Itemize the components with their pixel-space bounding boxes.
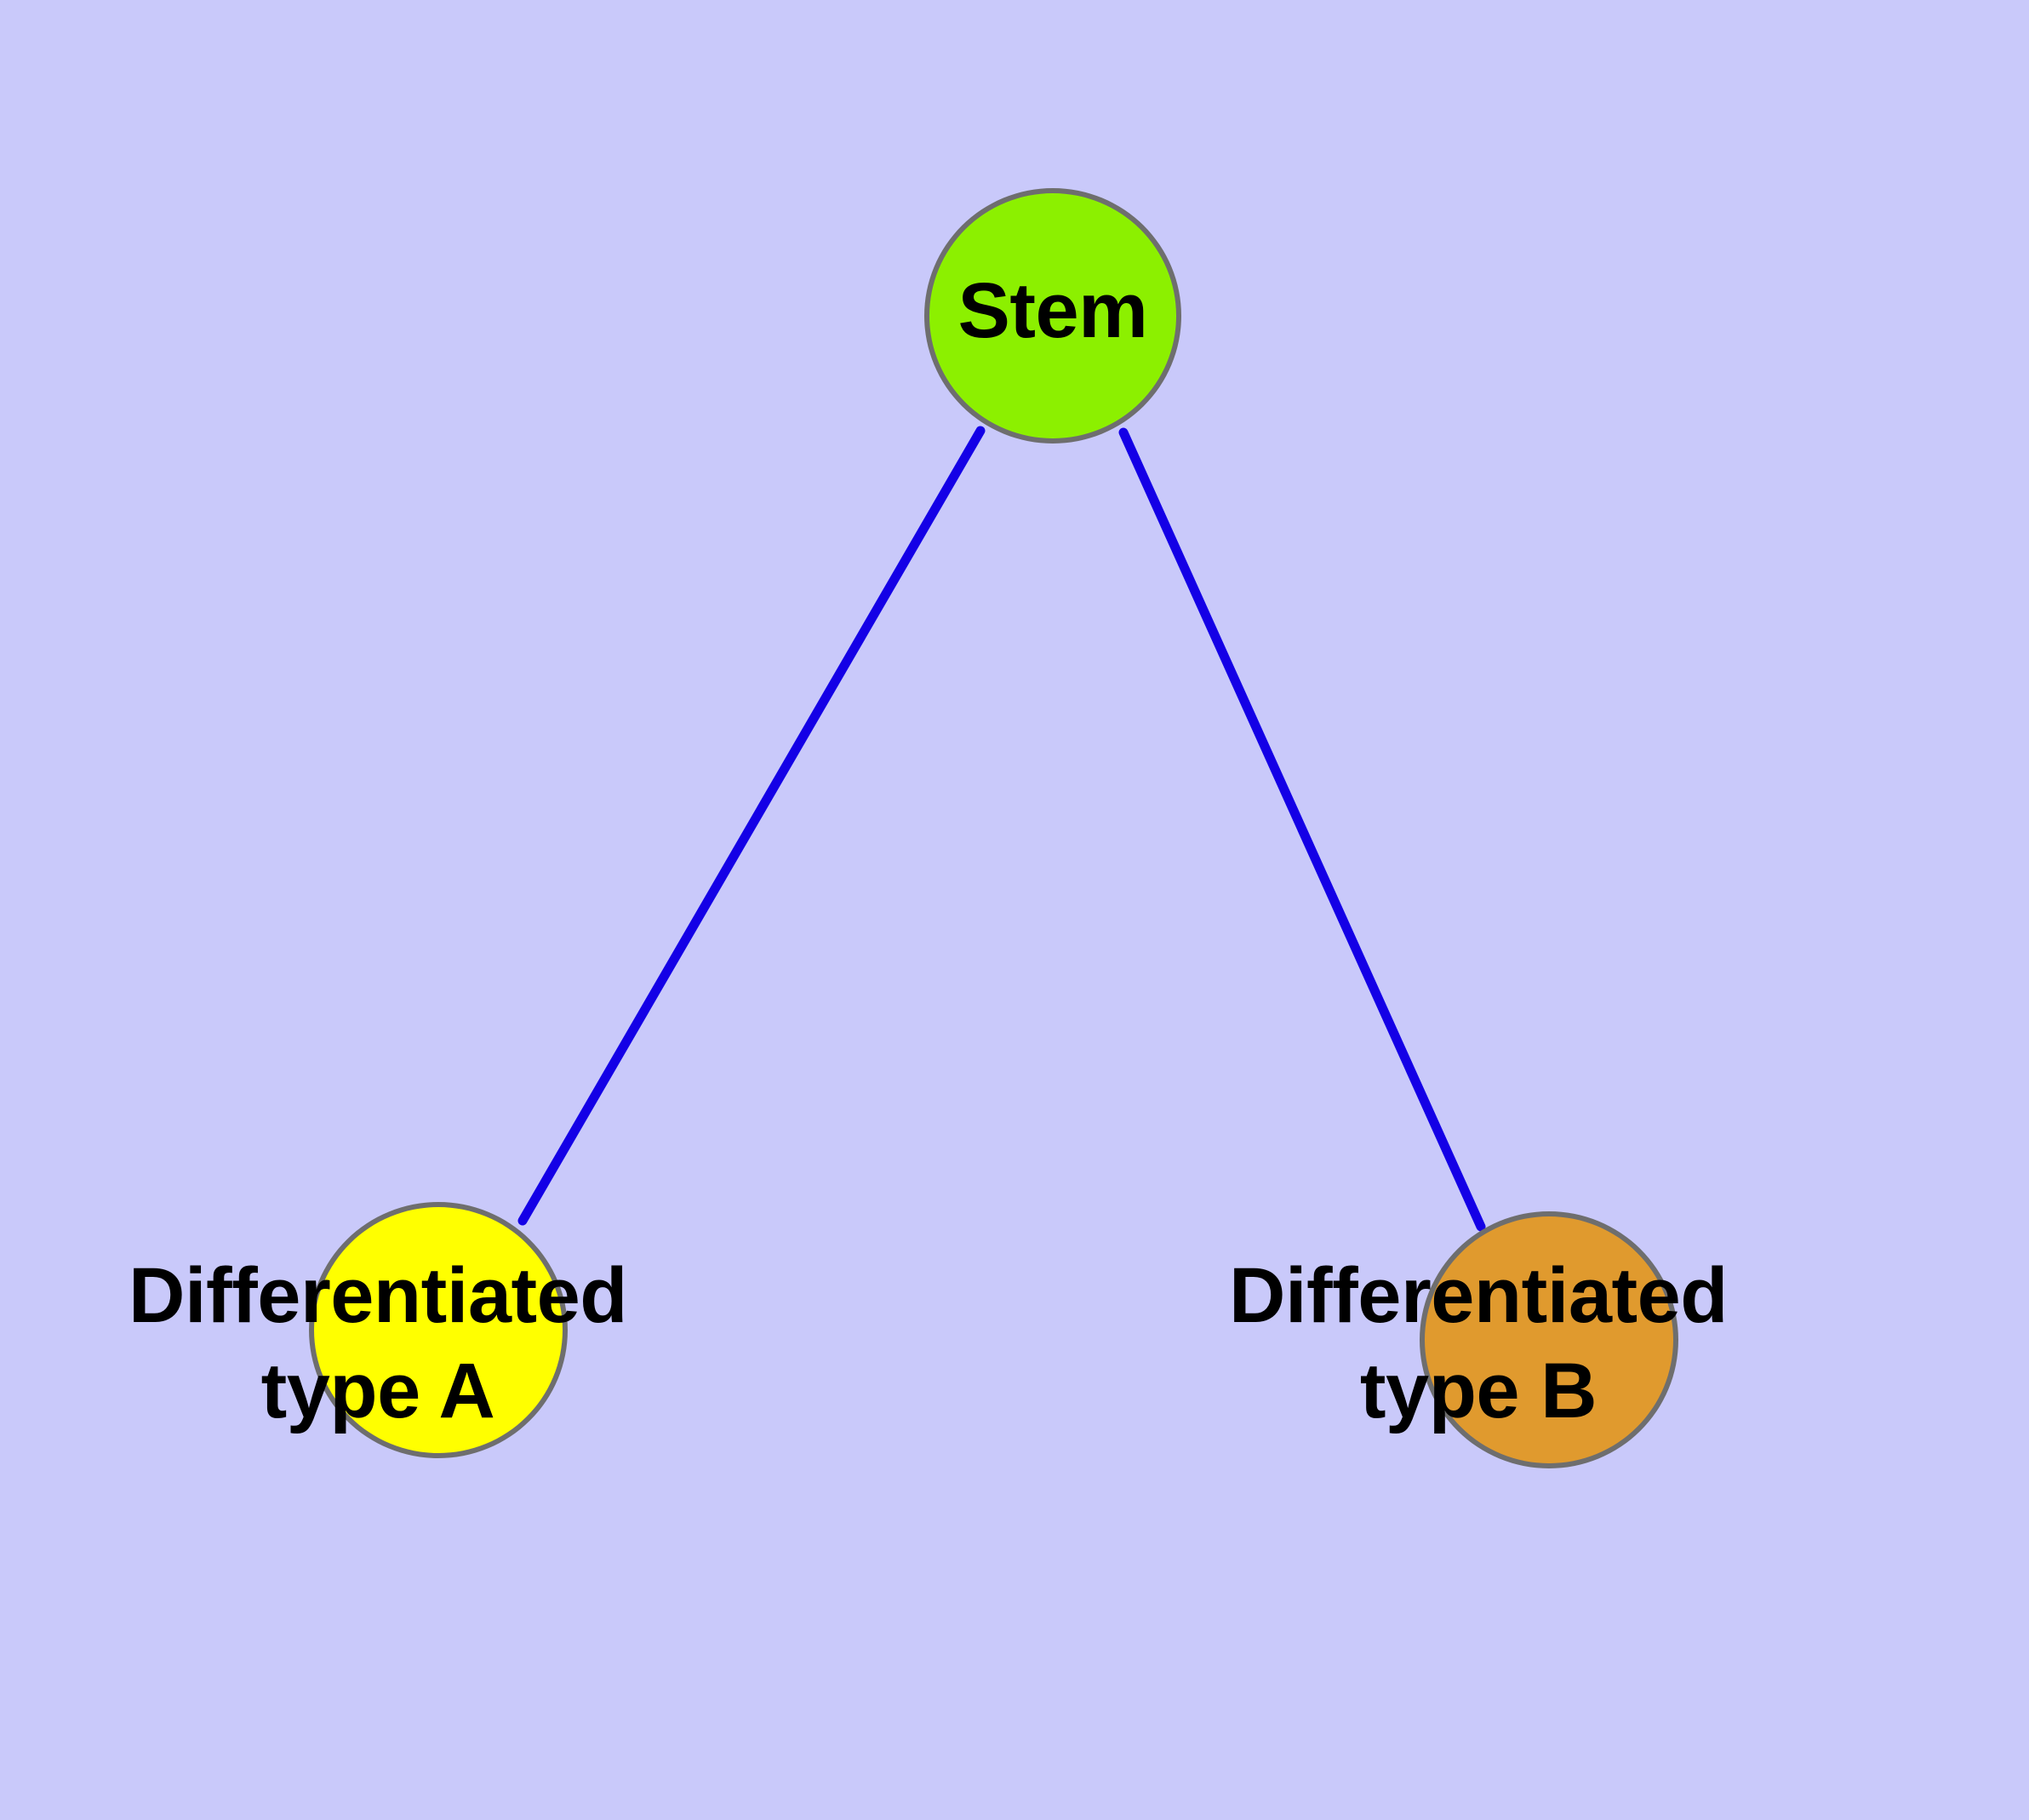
node-differentiated-type-b[interactable] (1420, 1211, 1678, 1468)
edge-stem-to-differentiated-type-b[interactable] (1118, 427, 1486, 1232)
node-label-differentiated-type-a: Differentiated type A (123, 1248, 633, 1439)
edge-stem-to-differentiated-type-a[interactable] (517, 426, 986, 1226)
node-differentiated-type-a[interactable] (309, 1202, 568, 1458)
node-label-line-1: Differentiated (1229, 1252, 1728, 1339)
node-label-stem: Stem (957, 267, 1148, 354)
node-label-line-2: type A (260, 1348, 495, 1435)
node-stem[interactable] (924, 188, 1181, 444)
node-label-differentiated-type-b: Differentiated type B (1223, 1248, 1734, 1439)
node-label-line-1: Differentiated (129, 1252, 627, 1339)
node-label-line-2: type B (1359, 1348, 1597, 1435)
